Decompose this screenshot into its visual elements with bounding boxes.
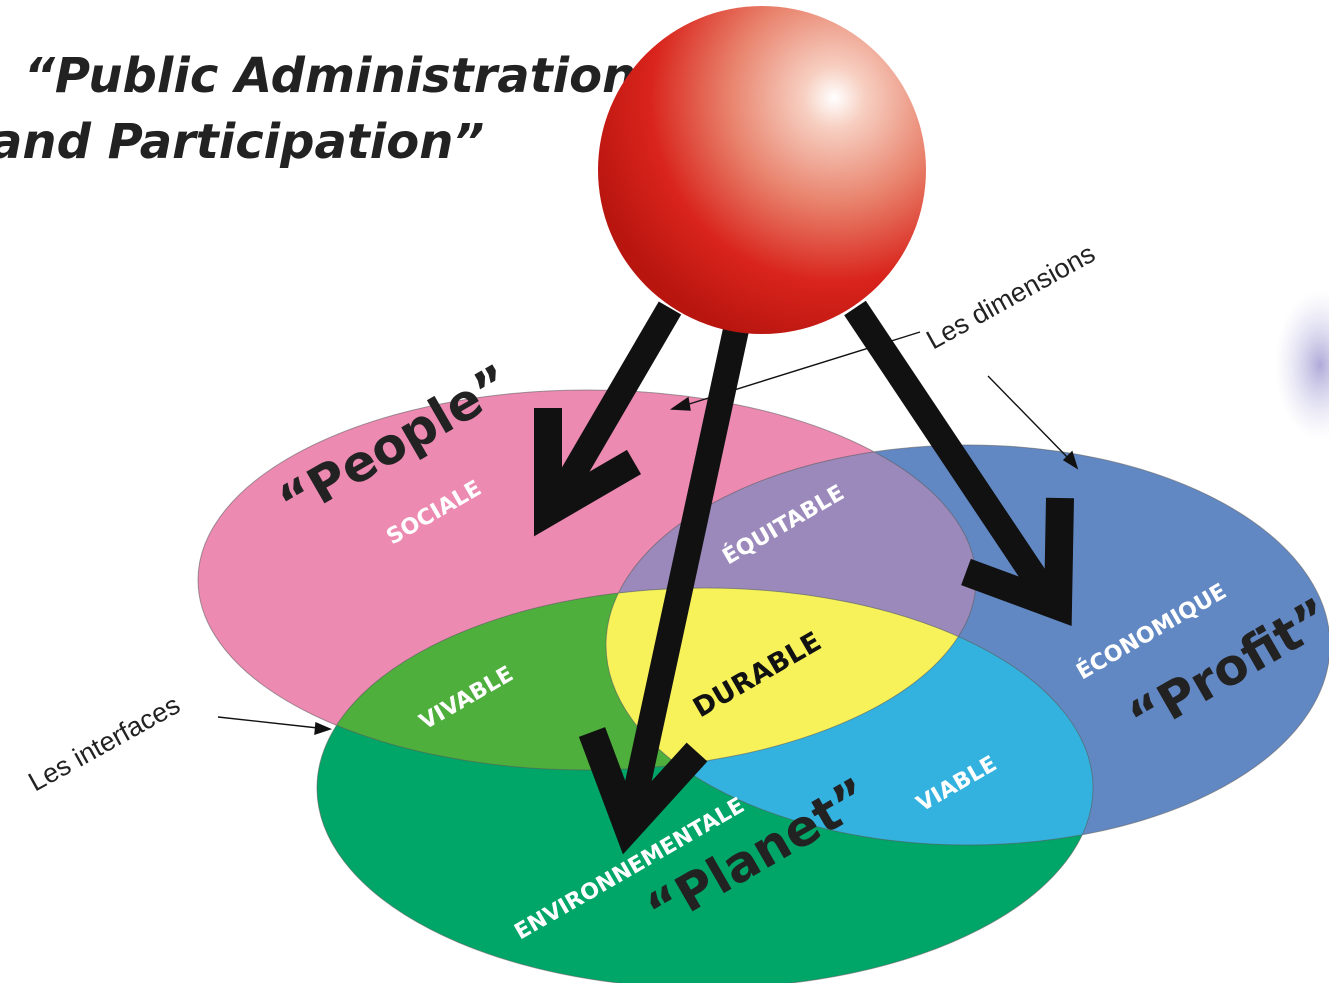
dimensions-annotation: Les dimensions [921,238,1100,355]
arrow-head-environmental [578,727,708,855]
dimension-pointer-economic [987,375,1071,461]
arrowhead-small [314,721,332,736]
background-smudge [1275,290,1329,440]
interface-pointer [217,716,319,729]
arrow-head-economic [961,497,1074,626]
arrowhead-small [1062,450,1079,470]
title-line-1: “Public Administration [24,48,636,104]
arrow-head-social [534,408,642,537]
arrow-to-social [543,301,682,512]
arrow-to-economic [844,300,1061,608]
arrow-to-environmental [617,262,763,823]
interfaces-annotation: Les interfaces [23,690,185,798]
title-line-2: and Participation” [0,114,484,170]
sphere [598,6,926,334]
durable-intersection [606,588,976,770]
arrowhead-small [669,396,691,411]
